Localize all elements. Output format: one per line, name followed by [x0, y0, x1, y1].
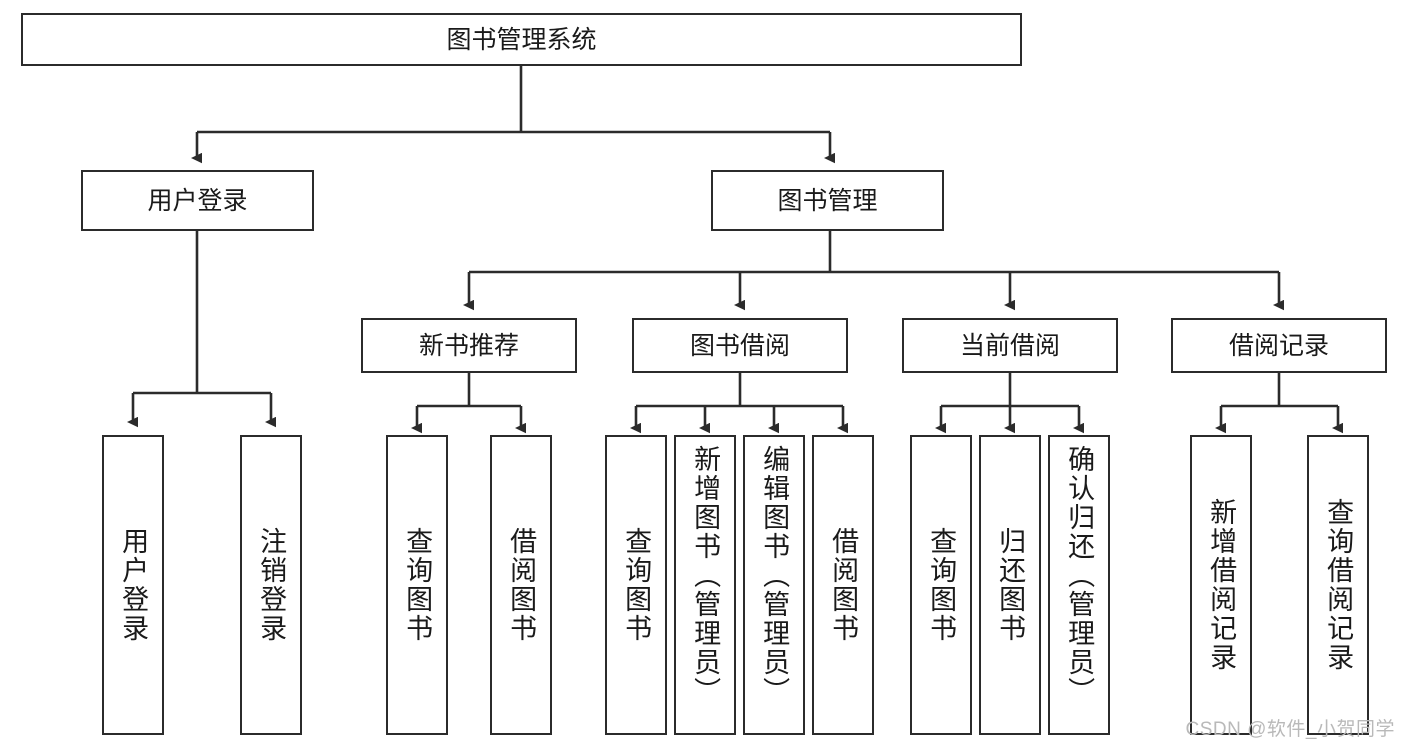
node-root-book-management-system[interactable]: 图书管理系统	[21, 13, 1022, 66]
node-new-book-recommend[interactable]: 新书推荐	[361, 318, 577, 373]
node-current-borrow[interactable]: 当前借阅	[902, 318, 1118, 373]
node-leaf-confirm-return[interactable]: 确认归还（管理员）	[1048, 435, 1110, 735]
node-label: 新书推荐	[418, 331, 519, 360]
node-label: 归还图书	[995, 527, 1026, 643]
node-leaf-borrow-book-2[interactable]: 借阅图书	[812, 435, 874, 735]
node-leaf-query-borrow-record[interactable]: 查询借阅记录	[1307, 435, 1369, 735]
node-label: 图书管理	[777, 186, 878, 215]
node-leaf-query-book-2[interactable]: 查询图书	[605, 435, 667, 735]
node-label: 查询图书	[926, 527, 957, 643]
node-label: 查询图书	[621, 527, 652, 643]
watermark-text: CSDN @软件_小贺同学	[1185, 719, 1395, 740]
node-leaf-query-book-1[interactable]: 查询图书	[386, 435, 448, 735]
node-label: 图书借阅	[689, 331, 790, 360]
node-label: 借阅图书	[506, 527, 537, 643]
node-leaf-return-book[interactable]: 归还图书	[979, 435, 1041, 735]
node-leaf-query-book-3[interactable]: 查询图书	[910, 435, 972, 735]
node-label: 查询图书	[402, 527, 433, 643]
node-leaf-borrow-book-1[interactable]: 借阅图书	[490, 435, 552, 735]
node-label: 用户登录	[147, 186, 248, 215]
node-label: 当前借阅	[959, 331, 1060, 360]
node-label: 借阅记录	[1228, 331, 1329, 360]
node-leaf-user-login[interactable]: 用户登录	[102, 435, 164, 735]
node-book-management[interactable]: 图书管理	[711, 170, 944, 231]
node-label: 图书管理系统	[446, 25, 597, 54]
node-label: 新增借阅记录	[1206, 498, 1237, 672]
node-borrow-record[interactable]: 借阅记录	[1171, 318, 1387, 373]
node-label: 确认归还（管理员）	[1064, 445, 1095, 706]
node-leaf-add-book[interactable]: 新增图书（管理员）	[674, 435, 736, 735]
node-leaf-logout-login[interactable]: 注销登录	[240, 435, 302, 735]
node-label: 借阅图书	[828, 527, 859, 643]
node-user-login[interactable]: 用户登录	[81, 170, 314, 231]
node-label: 新增图书（管理员）	[690, 445, 721, 706]
node-label: 注销登录	[256, 527, 287, 643]
node-leaf-edit-book[interactable]: 编辑图书（管理员）	[743, 435, 805, 735]
node-book-borrow[interactable]: 图书借阅	[632, 318, 848, 373]
node-label: 查询借阅记录	[1323, 498, 1354, 672]
node-leaf-add-borrow-record[interactable]: 新增借阅记录	[1190, 435, 1252, 735]
node-label: 用户登录	[118, 527, 149, 643]
node-label: 编辑图书（管理员）	[759, 445, 790, 706]
